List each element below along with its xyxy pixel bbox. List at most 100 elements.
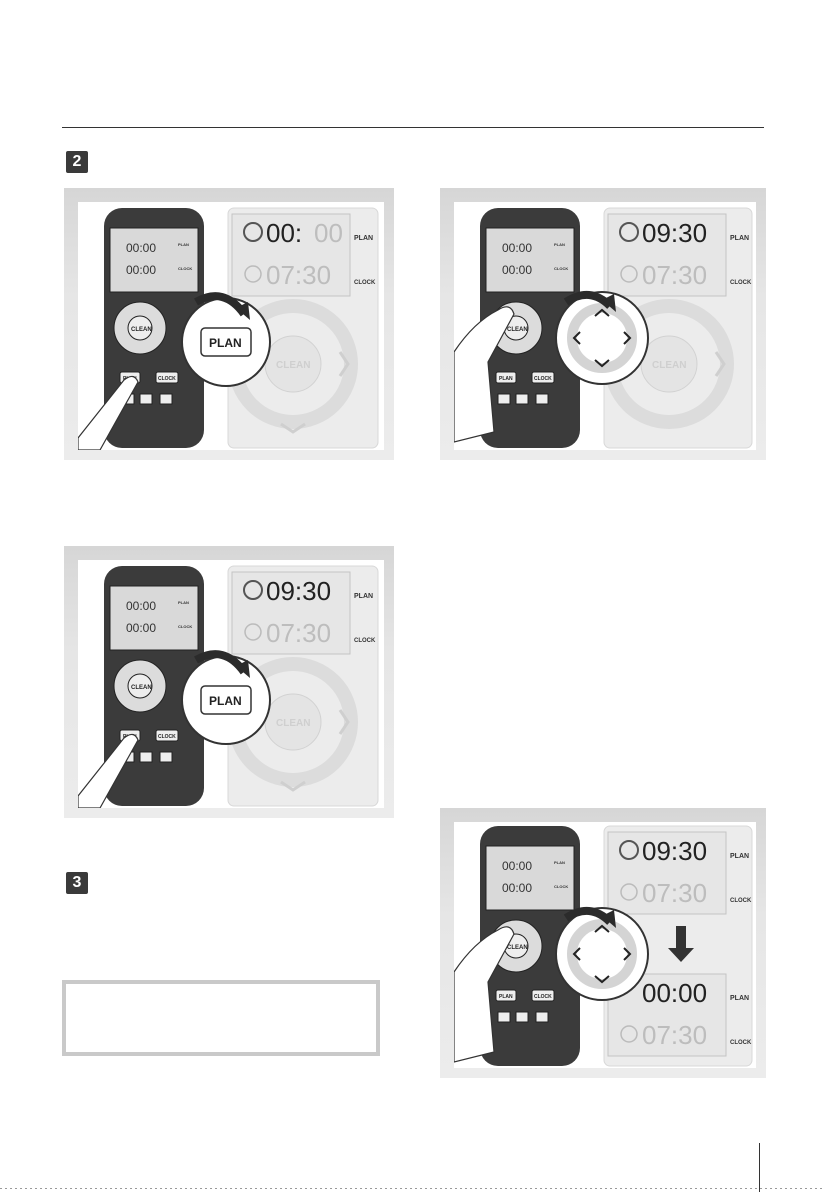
device-clean-label: CLEAN bbox=[276, 718, 310, 729]
device-time-bottom: 07:30 bbox=[642, 878, 707, 908]
alarm-icon bbox=[619, 840, 639, 860]
zoom-dpad bbox=[567, 303, 637, 373]
remote-home-button[interactable] bbox=[515, 1011, 529, 1023]
device-time-bottom: 07:30 bbox=[266, 260, 331, 290]
figure-press-plan-1: 00: 00 07:30 PLAN CLOCK CLEAN 00:00 00:0… bbox=[64, 188, 394, 460]
remote-home-button[interactable] bbox=[139, 751, 153, 763]
remote-lcd-top: 00:00 bbox=[126, 241, 156, 255]
remote-plan-button[interactable] bbox=[495, 989, 517, 1002]
remote-plan-label: PLAN bbox=[499, 376, 513, 382]
finger-illustration bbox=[78, 733, 139, 808]
remote-clock-button[interactable] bbox=[155, 371, 179, 384]
device-clean-label: CLEAN bbox=[652, 360, 686, 371]
zoom-circle bbox=[555, 907, 649, 1001]
device-clean-label: CLEAN bbox=[276, 360, 310, 371]
figure-reset-time: 09:30 07:30 PLAN CLOCK 00:00 07:30 PLAN … bbox=[440, 808, 766, 1078]
remote-lcd-top: 00:00 bbox=[502, 241, 532, 255]
zoom-plan-label: PLAN bbox=[209, 694, 242, 708]
clock-icon bbox=[620, 883, 638, 901]
remote-lcd-clock: CLOCK bbox=[554, 884, 568, 889]
remote-lcd-clock: CLOCK bbox=[178, 266, 192, 271]
alarm-icon bbox=[243, 580, 263, 600]
device-time-bottom-reset: 07:30 bbox=[642, 1020, 707, 1050]
remote-lcd bbox=[109, 585, 199, 651]
remote-spot-button[interactable] bbox=[497, 393, 511, 405]
figure-4-illustration: 09:30 07:30 PLAN CLOCK 00:00 07:30 PLAN … bbox=[454, 825, 753, 1067]
step-2-badge: 2 bbox=[66, 151, 88, 173]
remote-clock-label: CLOCK bbox=[158, 734, 176, 740]
device-time-top: 09:30 bbox=[266, 576, 331, 606]
page-number-divider bbox=[759, 1143, 760, 1192]
finger-illustration bbox=[454, 926, 515, 1063]
alarm-icon bbox=[619, 222, 639, 242]
remote-clock-button[interactable] bbox=[155, 729, 179, 742]
remote-clock-button[interactable] bbox=[531, 989, 555, 1002]
device-time-top: 09:30 bbox=[642, 836, 707, 866]
remote-lcd-bottom: 00:00 bbox=[502, 263, 532, 277]
remote-lcd-bottom: 00:00 bbox=[126, 621, 156, 635]
zoom-circle bbox=[555, 291, 649, 385]
remote-lcd-top: 00:00 bbox=[502, 859, 532, 873]
remote-clean-label: CLEAN bbox=[131, 685, 152, 691]
remote-clean-button[interactable] bbox=[127, 673, 153, 699]
device-plan-label: PLAN bbox=[730, 235, 749, 242]
device-time-bottom: 07:30 bbox=[266, 618, 331, 648]
remote-clean-label: CLEAN bbox=[507, 327, 528, 333]
remote-lcd-bottom: 00:00 bbox=[502, 881, 532, 895]
remote-home-button[interactable] bbox=[139, 393, 153, 405]
remote-lcd bbox=[485, 227, 575, 293]
device-right-arrow-icon bbox=[714, 351, 726, 377]
top-rule bbox=[62, 127, 764, 128]
device-plan-label-2: PLAN bbox=[730, 995, 749, 1002]
clock-icon bbox=[244, 623, 262, 641]
device-clock-label-2: CLOCK bbox=[730, 1040, 752, 1046]
remote-clean-button[interactable] bbox=[127, 315, 153, 341]
figure-2-illustration: 09:30 07:30 PLAN CLOCK CLEAN 00:00 00:00… bbox=[454, 207, 753, 449]
remote-clock-label: CLOCK bbox=[534, 994, 552, 1000]
remote-clock-button[interactable] bbox=[531, 371, 555, 384]
remote-mode-button[interactable] bbox=[535, 393, 549, 405]
remote-mode-button[interactable] bbox=[159, 393, 173, 405]
remote-plan-button[interactable] bbox=[495, 371, 517, 384]
clock-icon bbox=[244, 265, 262, 283]
figure-adjust-time: 09:30 07:30 PLAN CLOCK CLEAN 00:00 00:00… bbox=[440, 188, 766, 460]
device-right-arrow-icon bbox=[338, 709, 350, 735]
remote-lcd-bottom: 00:00 bbox=[126, 263, 156, 277]
press-arrowhead-icon bbox=[236, 660, 250, 678]
device-plan-label: PLAN bbox=[730, 853, 749, 860]
finger-illustration bbox=[78, 375, 139, 450]
device-time-top: 09:30 bbox=[642, 218, 707, 248]
device-clock-label: CLOCK bbox=[354, 638, 376, 644]
device-right-arrow-icon bbox=[338, 351, 350, 377]
remote-lcd bbox=[485, 845, 575, 911]
remote-plan-label: PLAN bbox=[499, 994, 513, 1000]
zoom-dpad bbox=[567, 919, 637, 989]
figure-press-plan-2: 09:30 07:30 PLAN CLOCK CLEAN 00:00 00:00… bbox=[64, 546, 394, 818]
remote-clock-label: CLOCK bbox=[158, 376, 176, 382]
zoom-right-arrow-icon bbox=[623, 331, 632, 345]
zoom-down-arrow-icon bbox=[594, 359, 610, 368]
clock-icon bbox=[620, 1025, 638, 1043]
remote-mode-button[interactable] bbox=[535, 1011, 549, 1023]
press-arrowhead-icon bbox=[602, 910, 616, 928]
step-3-badge: 3 bbox=[66, 872, 88, 894]
figure-1-illustration: 00: 00 07:30 PLAN CLOCK CLEAN 00:00 00:0… bbox=[78, 207, 379, 450]
device-time-top-reset: 00:00 bbox=[642, 978, 707, 1008]
remote-lcd-plan: PLAN bbox=[554, 860, 565, 865]
device-clock-label: CLOCK bbox=[730, 280, 752, 286]
alarm-icon bbox=[243, 222, 263, 242]
zoom-right-arrow-icon bbox=[623, 947, 632, 961]
remote-mode-button[interactable] bbox=[159, 751, 173, 763]
finger-illustration bbox=[454, 306, 515, 443]
press-arrowhead-icon bbox=[602, 294, 616, 312]
device-clock-label: CLOCK bbox=[354, 280, 376, 286]
press-arrowhead-icon bbox=[236, 302, 250, 320]
remote-spot-button[interactable] bbox=[497, 1011, 511, 1023]
remote-clean-label: CLEAN bbox=[507, 945, 528, 951]
down-arrow-icon bbox=[668, 926, 694, 962]
remote-lcd-plan: PLAN bbox=[554, 242, 565, 247]
remote-lcd-clock: CLOCK bbox=[554, 266, 568, 271]
device-time-top-blink: 00 bbox=[314, 218, 343, 248]
remote-clean-label: CLEAN bbox=[131, 327, 152, 333]
remote-home-button[interactable] bbox=[515, 393, 529, 405]
